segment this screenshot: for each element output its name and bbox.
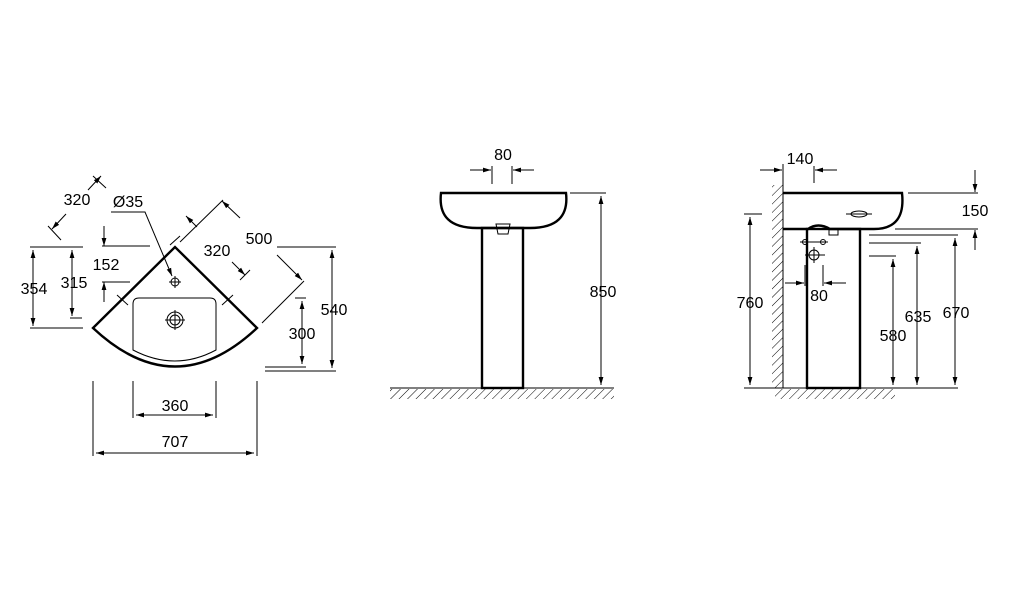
overflow-icon [846,210,872,218]
dim-basin-height: 150 [962,203,989,220]
wall-hatch [772,185,783,388]
drain-icon [165,310,185,330]
dim-total-width: 707 [162,434,189,451]
floor-hatch [775,389,895,399]
basin-outline [91,245,259,368]
dim-total-depth: 540 [321,302,348,319]
dim-tap-hole: Ø35 [113,194,143,211]
front-view: 80 850 [390,147,616,399]
dim-inner-side: 320 [204,243,231,260]
dim-underside-height: 670 [943,305,970,322]
waste-fitting-icon [800,239,828,263]
dim-fixing-height: 760 [737,295,764,312]
dim-waste-height: 580 [880,328,907,345]
bowl-outline [132,297,217,362]
dim-bowl-depth: 300 [289,326,316,343]
floor-hatch [390,389,614,399]
dim-bowl-width: 360 [162,398,189,415]
basin-outline [439,191,568,230]
dim-pedestal-width: 80 [494,147,512,164]
dim-wall-offset: 140 [787,151,814,168]
dim-outer-side: 500 [246,231,273,248]
dim-depth-back: 354 [21,281,48,298]
basin-outline [783,191,904,231]
dim-pedestal-height: 635 [905,309,932,326]
dim-tap-offset: 152 [93,257,120,274]
dim-waste-offset: 80 [810,288,828,305]
pedestal-outline [805,227,862,390]
tap-hole-icon [169,276,181,288]
dim-depth-inner: 315 [61,275,88,292]
dim-height: 850 [590,284,617,301]
dim-corner-side: 320 [64,192,91,209]
top-view: 320 Ø35 152 354 315 320 500 540 300 [21,175,348,456]
side-view: 140 150 760 80 580 635 670 [737,151,989,399]
pedestal-outline [480,226,525,390]
